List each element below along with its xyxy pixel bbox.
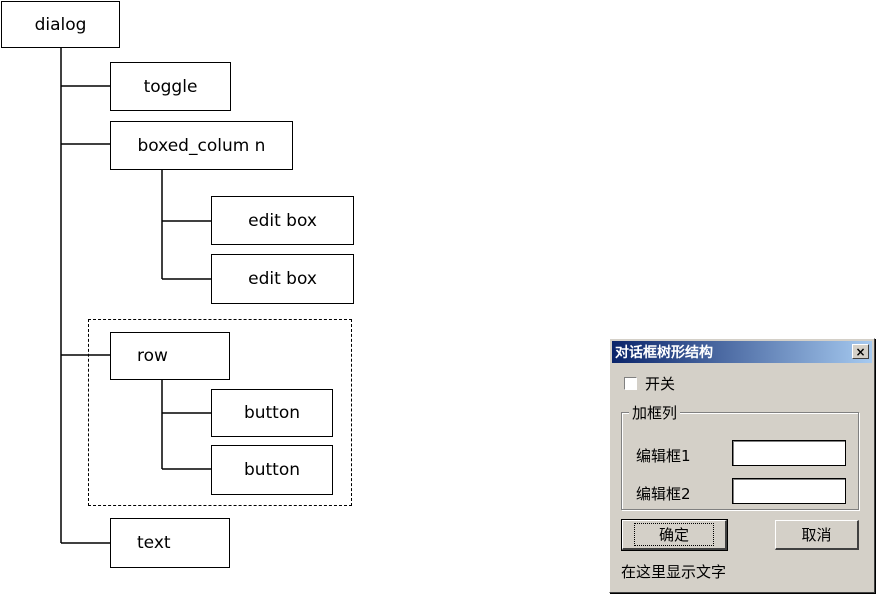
node-text-label: text <box>137 533 171 553</box>
node-button-1-label: button <box>243 403 301 423</box>
window-title: 对话框树形结构 <box>615 345 713 361</box>
node-edit-box-1-label: edit box <box>248 210 317 231</box>
status-text: 在这里显示文字 <box>621 563 727 581</box>
ok-button[interactable]: 确定 <box>621 519 728 551</box>
cancel-button[interactable]: 取消 <box>775 520 859 550</box>
boxed-column-group <box>621 412 859 510</box>
node-button-2: button <box>211 445 333 495</box>
toggle-checkbox-row[interactable]: 开关 <box>624 373 675 394</box>
close-button[interactable]: × <box>852 344 869 359</box>
cancel-button-label: 取消 <box>801 526 832 544</box>
node-button-1: button <box>211 389 333 437</box>
node-dialog-label: dialog <box>34 14 87 35</box>
group-label: 加框列 <box>629 402 681 423</box>
node-boxed-column: boxed_colum n <box>110 121 293 170</box>
node-dialog: dialog <box>1 1 120 48</box>
edit-box-1-input[interactable] <box>732 440 846 466</box>
node-edit-box-2-label: edit box <box>248 269 317 289</box>
node-toggle-label: toggle <box>143 76 198 97</box>
title-bar[interactable]: 对话框树形结构 × <box>612 341 872 363</box>
edit-box-1-label: 编辑框1 <box>636 447 691 465</box>
node-button-2-label: button <box>243 460 301 480</box>
dialog-window: 对话框树形结构 × 开关 加框列 编辑框1 编辑框2 确定 取消 在这里显示文字 <box>609 338 875 593</box>
toggle-label: 开关 <box>645 375 676 393</box>
edit-box-2-input[interactable] <box>732 478 846 504</box>
row-group-outline <box>88 319 352 506</box>
node-text: text <box>110 518 230 568</box>
node-edit-box-2: edit box <box>211 254 354 304</box>
ok-button-label: 确定 <box>633 523 714 546</box>
edit-box-2-label: 编辑框2 <box>636 485 691 503</box>
node-row-label: row <box>137 346 168 366</box>
toggle-checkbox[interactable] <box>624 377 637 390</box>
node-edit-box-1: edit box <box>211 196 354 245</box>
node-row: row <box>110 332 230 380</box>
close-icon: × <box>855 344 866 359</box>
node-boxed-column-label: boxed_colum n <box>137 135 266 156</box>
node-toggle: toggle <box>110 62 231 111</box>
